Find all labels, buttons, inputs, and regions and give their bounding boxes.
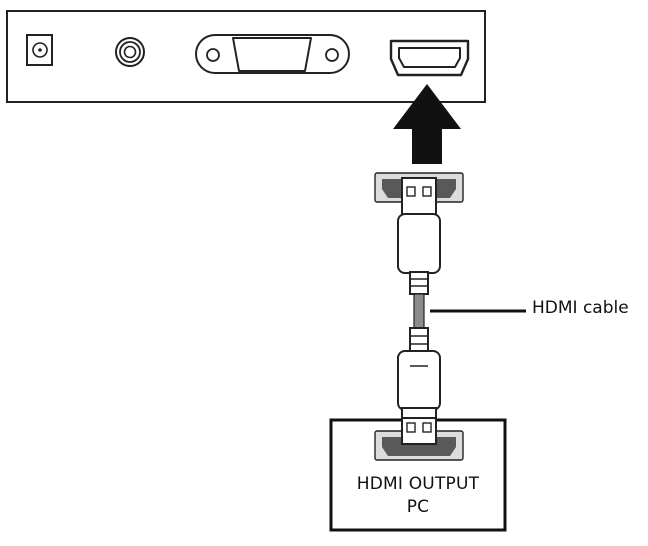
pc-label: PC <box>406 497 430 517</box>
monitor-rear-panel <box>6 10 486 103</box>
vga-port-icon <box>195 34 350 74</box>
pc-hdmi-output-label: HDMI OUTPUT <box>356 474 480 494</box>
pc-box <box>329 417 507 532</box>
hdmi-cable-label: HDMI cable <box>532 298 629 318</box>
hdmi-port-icon <box>389 39 470 77</box>
hdmi-cable <box>413 293 526 329</box>
audio-jack-icon <box>115 37 145 67</box>
hdmi-plug-top <box>374 172 464 295</box>
insert-direction-arrow-icon <box>393 84 461 164</box>
dc-power-jack-icon <box>26 34 53 66</box>
